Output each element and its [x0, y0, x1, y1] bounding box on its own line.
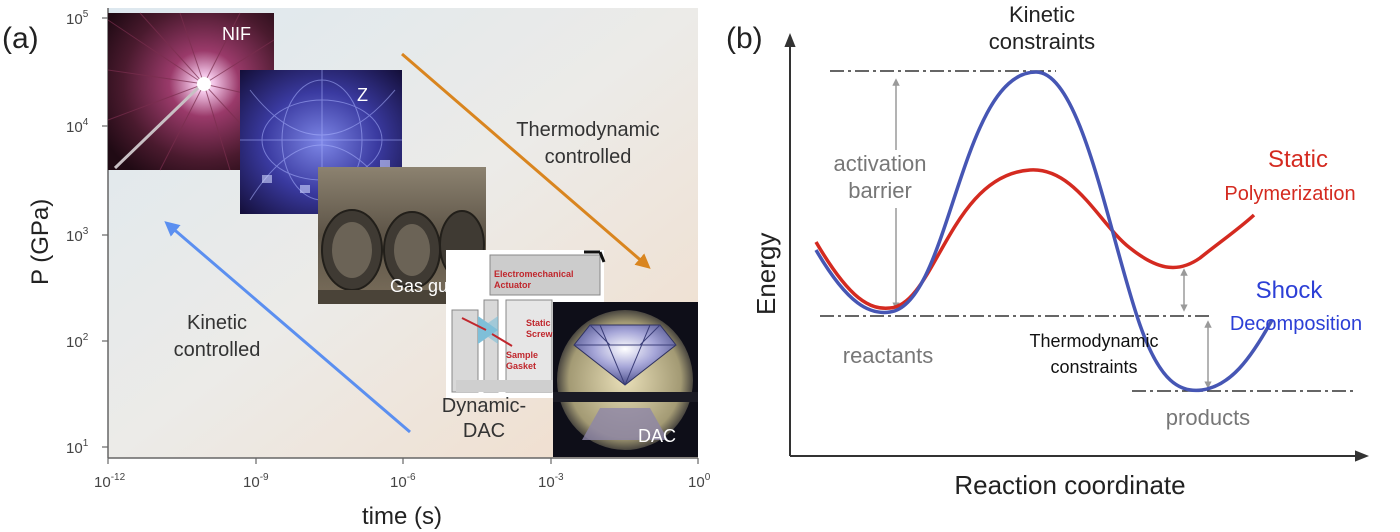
reaction-coordinate-label: Reaction coordinate	[954, 470, 1185, 500]
kinetic-label-line2: controlled	[174, 339, 261, 361]
kinetic-constraints-line2: constraints	[989, 29, 1095, 54]
panel-b-label: (b)	[726, 22, 763, 55]
thermodynamic-constraints-line2: constraints	[1050, 357, 1137, 377]
nif-label: NIF	[222, 24, 251, 44]
x-tick-labels: 10-12 10-9 10-6 10-3 100	[94, 472, 711, 491]
activation-label-mask	[820, 150, 938, 208]
y-tick-label: 103	[66, 226, 89, 245]
activation-barrier-line2: barrier	[848, 178, 912, 203]
dac-label: DAC	[638, 426, 676, 446]
x-tick-marks	[107, 458, 699, 464]
reference-lines	[820, 70, 1356, 392]
kinetic-label-line1: Kinetic	[187, 312, 247, 334]
static-polymerization-curve	[814, 168, 1256, 310]
panel-a: (a) 101 102 103 104 105	[2, 8, 711, 530]
y-tick-labels: 101 102 103 104 105	[66, 9, 89, 457]
energy-axis-label: Energy	[751, 233, 781, 315]
dac-photo: DAC	[553, 302, 698, 457]
thermodynamic-label-line2: controlled	[545, 146, 632, 168]
thermodynamic-label-line1: Thermodynamic	[516, 119, 659, 141]
kinetic-constraints-line1: Kinetic	[1009, 2, 1075, 27]
products-label: products	[1166, 405, 1250, 430]
x-tick-label: 10-12	[94, 472, 126, 491]
ddac-label-line2: DAC	[463, 420, 505, 442]
gas-gun-label: Gas gun	[390, 276, 458, 296]
y-tick-label: 104	[66, 117, 89, 136]
panel-b: (b) Energy Reaction coordinate Kinetic c…	[726, 2, 1369, 500]
shock-label: Shock	[1256, 277, 1324, 304]
static-label: Static	[1268, 146, 1328, 173]
y-tick-label: 102	[66, 332, 89, 351]
thermodynamic-arrow	[401, 52, 651, 269]
x-tick-label: 10-6	[390, 472, 416, 491]
x-axis-label: time (s)	[362, 503, 442, 530]
y-tick-marks	[102, 17, 108, 448]
decomposition-label: Decomposition	[1230, 313, 1362, 335]
y-tick-label: 101	[66, 438, 89, 457]
reactants-label: reactants	[843, 343, 934, 368]
polymerization-label: Polymerization	[1224, 183, 1355, 205]
activation-barrier-line1: activation	[834, 151, 927, 176]
x-tick-label: 100	[688, 472, 711, 491]
thermodynamic-constraints-line1: Thermodynamic	[1029, 331, 1158, 351]
z-label: Z	[357, 85, 368, 105]
x-tick-label: 10-9	[243, 472, 269, 491]
y-axis-label: P (GPa)	[27, 199, 54, 285]
x-tick-label: 10-3	[538, 472, 564, 491]
shock-decomposition-curve	[814, 70, 1274, 393]
ddac-label-line1: Dynamic-	[442, 395, 526, 417]
panel-a-label: (a)	[2, 22, 39, 55]
kinetic-arrow	[164, 221, 411, 434]
y-tick-label: 105	[66, 9, 89, 28]
